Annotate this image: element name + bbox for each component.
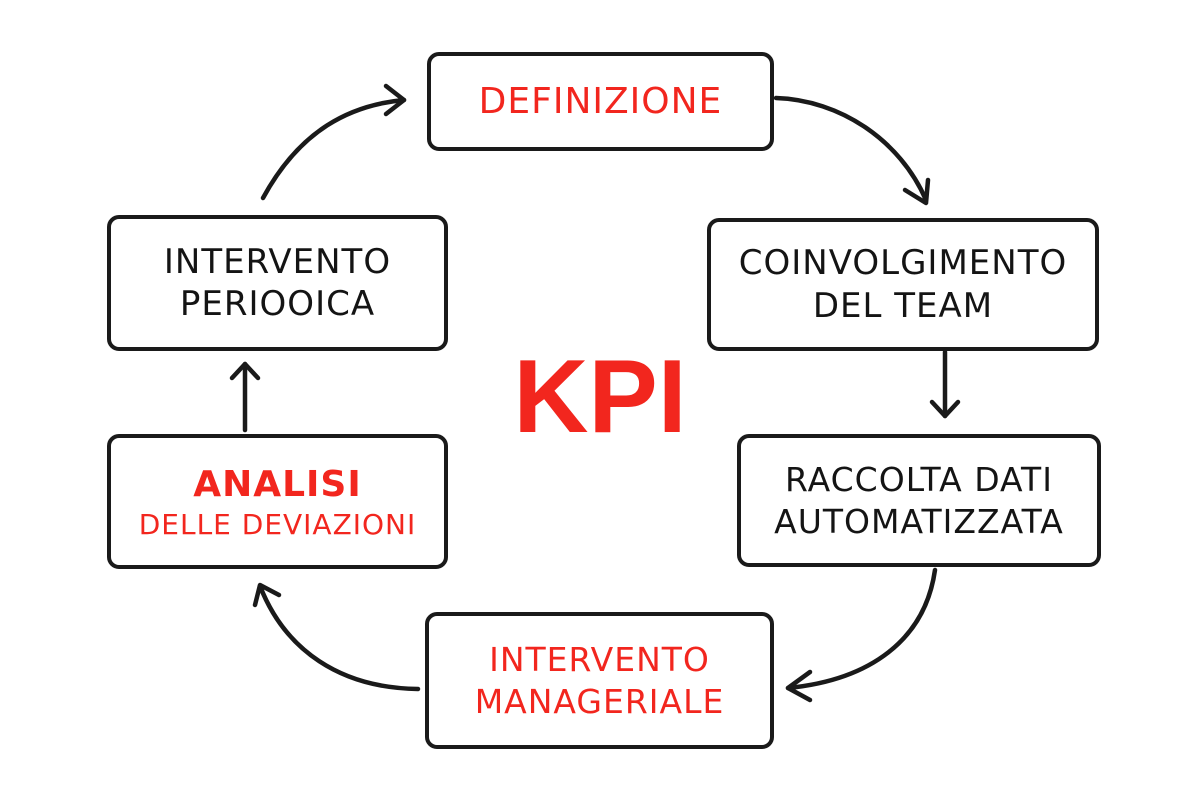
center-title-kpi: KPI [513, 339, 687, 455]
node-label: RACCOLTA DATI [785, 460, 1053, 500]
arrowhead-icon [252, 582, 282, 608]
node-label: INTERVENTO [489, 640, 710, 680]
arrow-periodica-to-definizione [260, 97, 407, 201]
node-label: DELLE DEVIAZIONI [138, 507, 417, 541]
arrow-manageriale-to-analisi [257, 583, 421, 692]
node-intervento-periodica: INTERVENTO PERIOOICA [107, 215, 448, 351]
node-label: PERIOOICA [179, 284, 376, 324]
node-label: ANALISI [193, 463, 362, 505]
node-label: MANAGERIALE [474, 681, 725, 721]
node-label: INTERVENTO [163, 241, 392, 282]
arrowhead-icon [229, 361, 261, 381]
node-coinvolgimento-del-team: COINVOLGIMENTO DEL TEAM [707, 218, 1099, 351]
node-intervento-manageriale: INTERVENTO MANAGERIALE [425, 612, 774, 749]
arrowhead-icon [929, 399, 961, 419]
arrowhead-icon [785, 669, 813, 703]
node-definizione: DEFINIZIONE [427, 52, 774, 151]
node-raccolta-dati-automatizzata: RACCOLTA DATI AUTOMATIZZATA [737, 434, 1101, 567]
arrow-raccolta-to-manageriale [785, 567, 938, 691]
node-label: AUTOMATIZZATA [774, 501, 1064, 541]
arrow-definizione-to-coinvolgimento [773, 95, 929, 203]
node-analisi-delle-deviazioni: ANALISI DELLE DEVIAZIONI [107, 434, 448, 569]
node-label: DEFINIZIONE [478, 81, 723, 122]
node-label: DEL TEAM [812, 285, 994, 326]
arrowhead-icon [902, 177, 931, 206]
arrowhead-icon [383, 83, 407, 117]
node-label: COINVOLGIMENTO [738, 243, 1068, 283]
